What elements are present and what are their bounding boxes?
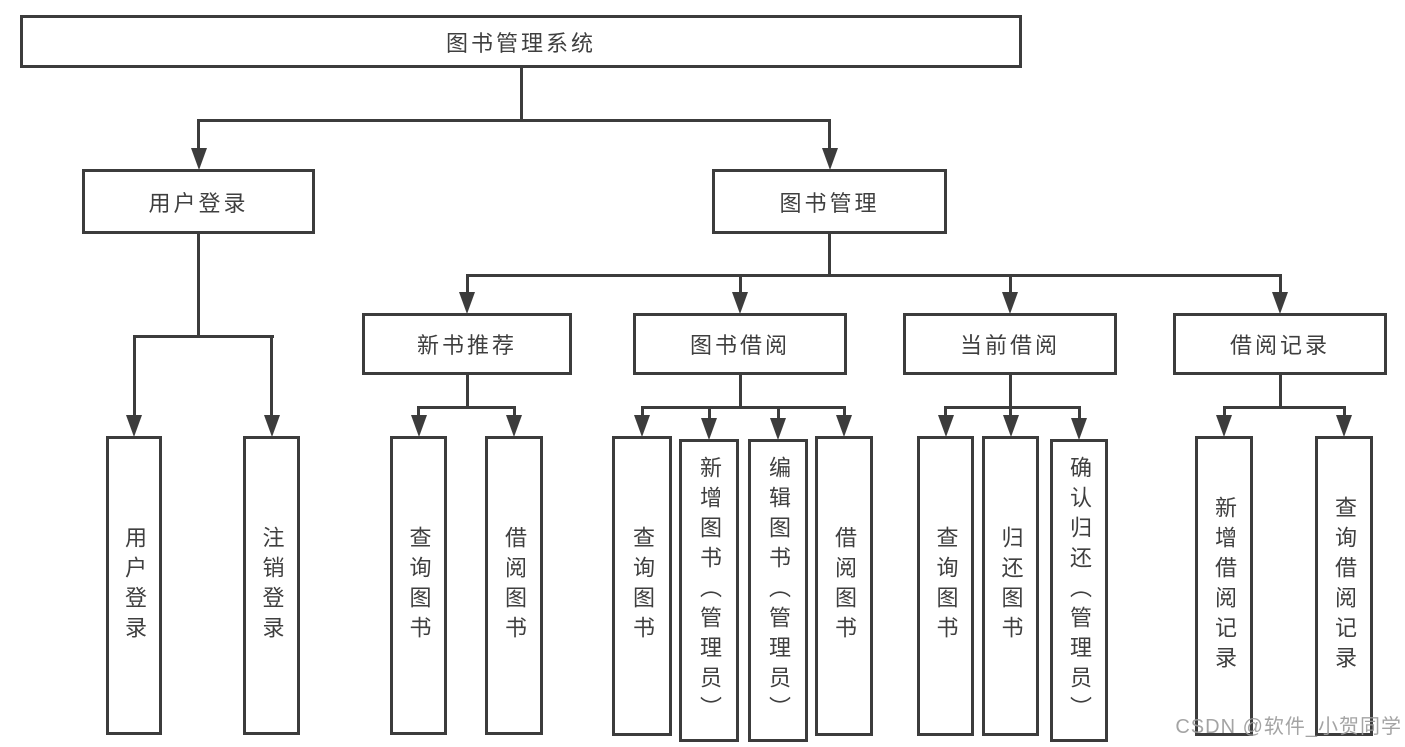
connector-stub bbox=[197, 234, 200, 338]
watermark: CSDN @软件_小贺同学 bbox=[1175, 716, 1402, 738]
connector-stub bbox=[828, 234, 831, 277]
node-new-book-rec: 新书推荐 bbox=[362, 313, 572, 375]
connector-bus bbox=[197, 119, 831, 122]
arrowhead-down-icon bbox=[1272, 292, 1288, 314]
node-bb-edit: 编辑图书（管理员） bbox=[748, 439, 808, 742]
node-cb-confirm: 确认归还（管理员） bbox=[1050, 439, 1108, 742]
connector-stub bbox=[466, 375, 469, 409]
node-cb-return: 归还图书 bbox=[982, 436, 1039, 736]
connector-bus bbox=[417, 406, 516, 409]
node-label-ul-login: 用户登录 bbox=[122, 525, 147, 646]
node-cb-query: 查询图书 bbox=[917, 436, 974, 736]
arrowhead-down-icon bbox=[410, 415, 427, 437]
arrowhead-down-icon bbox=[821, 148, 838, 170]
connector-bus bbox=[1223, 406, 1346, 409]
node-label-current-borrow: 当前借阅 bbox=[959, 333, 1060, 358]
node-label-ul-logout: 注销登录 bbox=[259, 525, 285, 646]
node-br-add: 新增借阅记录 bbox=[1195, 436, 1253, 736]
arrowhead-down-icon bbox=[732, 292, 748, 314]
node-bb-query: 查询图书 bbox=[612, 436, 672, 736]
node-label-cb-return: 归还图书 bbox=[998, 526, 1024, 646]
connector-drop bbox=[843, 406, 846, 418]
arrowhead-down-icon bbox=[1002, 415, 1019, 437]
arrowhead-down-icon bbox=[459, 292, 475, 314]
arrowhead-down-icon bbox=[190, 148, 207, 170]
connector-stub bbox=[739, 375, 742, 409]
arrowhead-down-icon bbox=[770, 418, 786, 440]
node-root: 图书管理系统 bbox=[20, 15, 1022, 68]
node-label-bb-add: 新增图书（管理员） bbox=[697, 455, 722, 726]
connector-drop bbox=[1009, 274, 1012, 295]
arrowhead-down-icon bbox=[1002, 292, 1018, 314]
connector-stub bbox=[1279, 375, 1282, 409]
connector-drop bbox=[1343, 406, 1346, 418]
connector-drop bbox=[417, 406, 420, 418]
connector-drop bbox=[466, 274, 469, 295]
connector-drop bbox=[641, 406, 644, 418]
node-ul-logout: 注销登录 bbox=[243, 436, 300, 735]
node-label-root: 图书管理系统 bbox=[445, 30, 596, 56]
node-label-cb-query: 查询图书 bbox=[933, 526, 959, 646]
node-label-cb-confirm: 确认归还（管理员） bbox=[1067, 455, 1092, 726]
arrowhead-down-icon bbox=[1071, 418, 1087, 440]
connector-stub bbox=[520, 68, 523, 122]
connector-bus bbox=[466, 274, 1282, 277]
connector-drop bbox=[828, 119, 831, 151]
arrowhead-down-icon bbox=[836, 415, 852, 437]
connector-drop bbox=[1279, 274, 1282, 295]
node-borrow-records: 借阅记录 bbox=[1173, 313, 1387, 375]
connector-drop bbox=[270, 335, 273, 418]
arrowhead-down-icon bbox=[937, 415, 954, 437]
arrowhead-down-icon bbox=[1336, 415, 1352, 437]
node-label-nb-query: 查询图书 bbox=[406, 525, 432, 646]
node-label-bb-borrow: 借阅图书 bbox=[832, 526, 857, 646]
node-bb-add: 新增图书（管理员） bbox=[679, 439, 739, 742]
node-ul-login: 用户登录 bbox=[106, 436, 162, 735]
connector-drop bbox=[708, 406, 711, 421]
connector-drop bbox=[739, 274, 742, 295]
node-label-bb-query: 查询图书 bbox=[630, 526, 655, 646]
arrowhead-down-icon bbox=[634, 415, 650, 437]
node-br-query: 查询借阅记录 bbox=[1315, 436, 1373, 736]
connector-bus bbox=[944, 406, 1081, 409]
node-user-login: 用户登录 bbox=[82, 169, 315, 234]
node-label-nb-borrow: 借阅图书 bbox=[502, 525, 527, 646]
node-bb-borrow: 借阅图书 bbox=[815, 436, 873, 736]
arrowhead-down-icon bbox=[126, 415, 142, 437]
arrowhead-down-icon bbox=[701, 418, 717, 440]
connector-stub bbox=[1009, 375, 1012, 409]
arrowhead-down-icon bbox=[506, 415, 522, 437]
node-current-borrow: 当前借阅 bbox=[903, 313, 1117, 375]
node-label-br-query: 查询借阅记录 bbox=[1332, 496, 1357, 676]
node-label-new-book-rec: 新书推荐 bbox=[416, 333, 517, 358]
connector-drop bbox=[197, 119, 200, 151]
connector-drop bbox=[513, 406, 516, 418]
arrowhead-down-icon bbox=[1216, 415, 1232, 437]
connector-drop bbox=[777, 406, 780, 421]
connector-drop bbox=[1078, 406, 1081, 421]
node-label-book-mgmt: 图书管理 bbox=[779, 190, 880, 216]
connector-bus bbox=[641, 406, 846, 409]
node-label-bb-edit: 编辑图书（管理员） bbox=[766, 455, 791, 726]
node-book-borrow: 图书借阅 bbox=[633, 313, 847, 375]
connector-bus bbox=[133, 335, 274, 338]
connector-drop bbox=[944, 406, 947, 418]
node-nb-query: 查询图书 bbox=[390, 436, 447, 735]
connector-drop bbox=[1009, 406, 1012, 418]
connector-drop bbox=[1223, 406, 1226, 418]
arrowhead-down-icon bbox=[263, 415, 280, 437]
node-label-user-login: 用户登录 bbox=[148, 190, 249, 216]
node-label-book-borrow: 图书借阅 bbox=[689, 333, 790, 358]
connector-drop bbox=[133, 335, 136, 418]
node-nb-borrow: 借阅图书 bbox=[485, 436, 543, 735]
node-label-br-add: 新增借阅记录 bbox=[1212, 496, 1237, 676]
node-label-borrow-records: 借阅记录 bbox=[1229, 333, 1330, 358]
node-book-mgmt: 图书管理 bbox=[712, 169, 947, 234]
